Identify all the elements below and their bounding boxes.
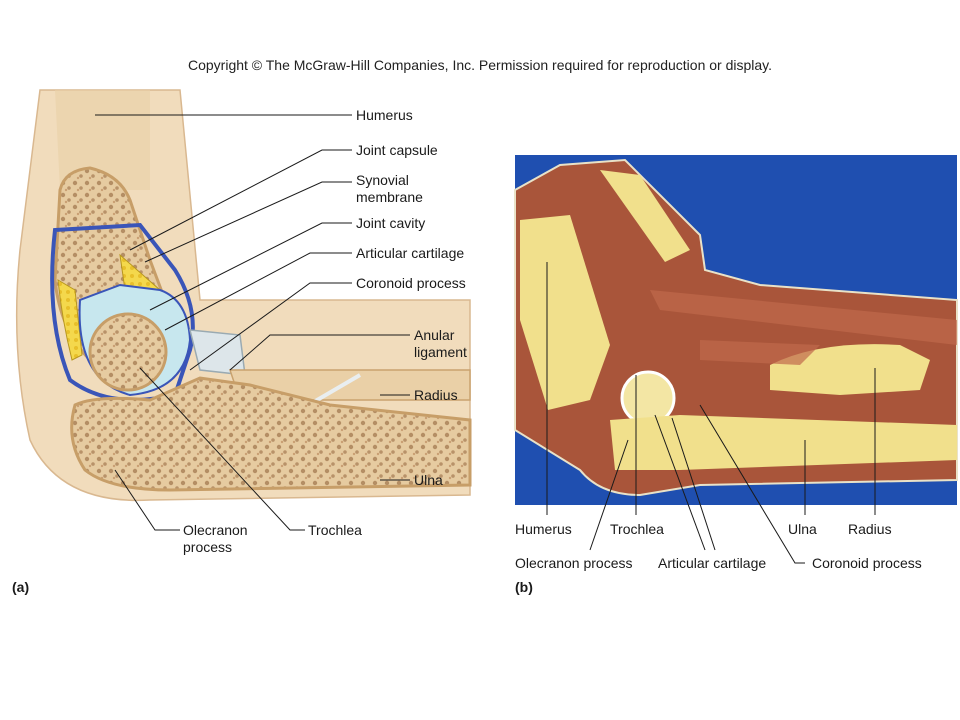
panel-b-leader-lines [546,262,876,564]
label-a-coronoid-process: Coronoid process [356,275,466,291]
panel-b-tag: (b) [515,579,533,595]
label-a-anular-ligament: Anular ligament [414,327,467,360]
label-a-joint-cavity: Joint cavity [356,215,426,231]
panel-a-leader-lines [95,114,410,531]
label-a-trochlea: Trochlea [308,522,362,538]
label-a-joint-capsule: Joint capsule [356,142,438,158]
panel-a-tag: (a) [12,579,30,595]
photo-humerus [520,215,610,410]
photo-ulna [610,415,957,470]
label-a-articular-cartilage: Articular cartilage [356,245,465,261]
label-a-olecranon-process: Olecranon process [183,522,248,555]
label-a-humerus: Humerus [356,107,413,123]
label-a-ulna: Ulna [414,472,443,488]
label-b-articular-cartilage: Articular cartilage [658,555,767,571]
trochlea-shape [88,312,168,392]
label-b-olecranon-process: Olecranon process [515,555,633,571]
copyright-notice: Copyright © The McGraw-Hill Companies, I… [187,57,773,73]
ulna-bone [70,376,472,492]
label-b-trochlea: Trochlea [610,521,664,537]
label-b-ulna: Ulna [788,521,817,537]
label-b-humerus: Humerus [515,521,572,537]
label-a-synovial-membrane: Synovial membrane [356,172,423,205]
photo-radius [770,344,930,395]
label-a-radius: Radius [414,387,458,403]
panel-b-photo [514,155,958,505]
label-b-radius: Radius [848,521,892,537]
label-b-coronoid-process: Coronoid process [812,555,922,571]
fat-pad-posterior [57,279,83,361]
